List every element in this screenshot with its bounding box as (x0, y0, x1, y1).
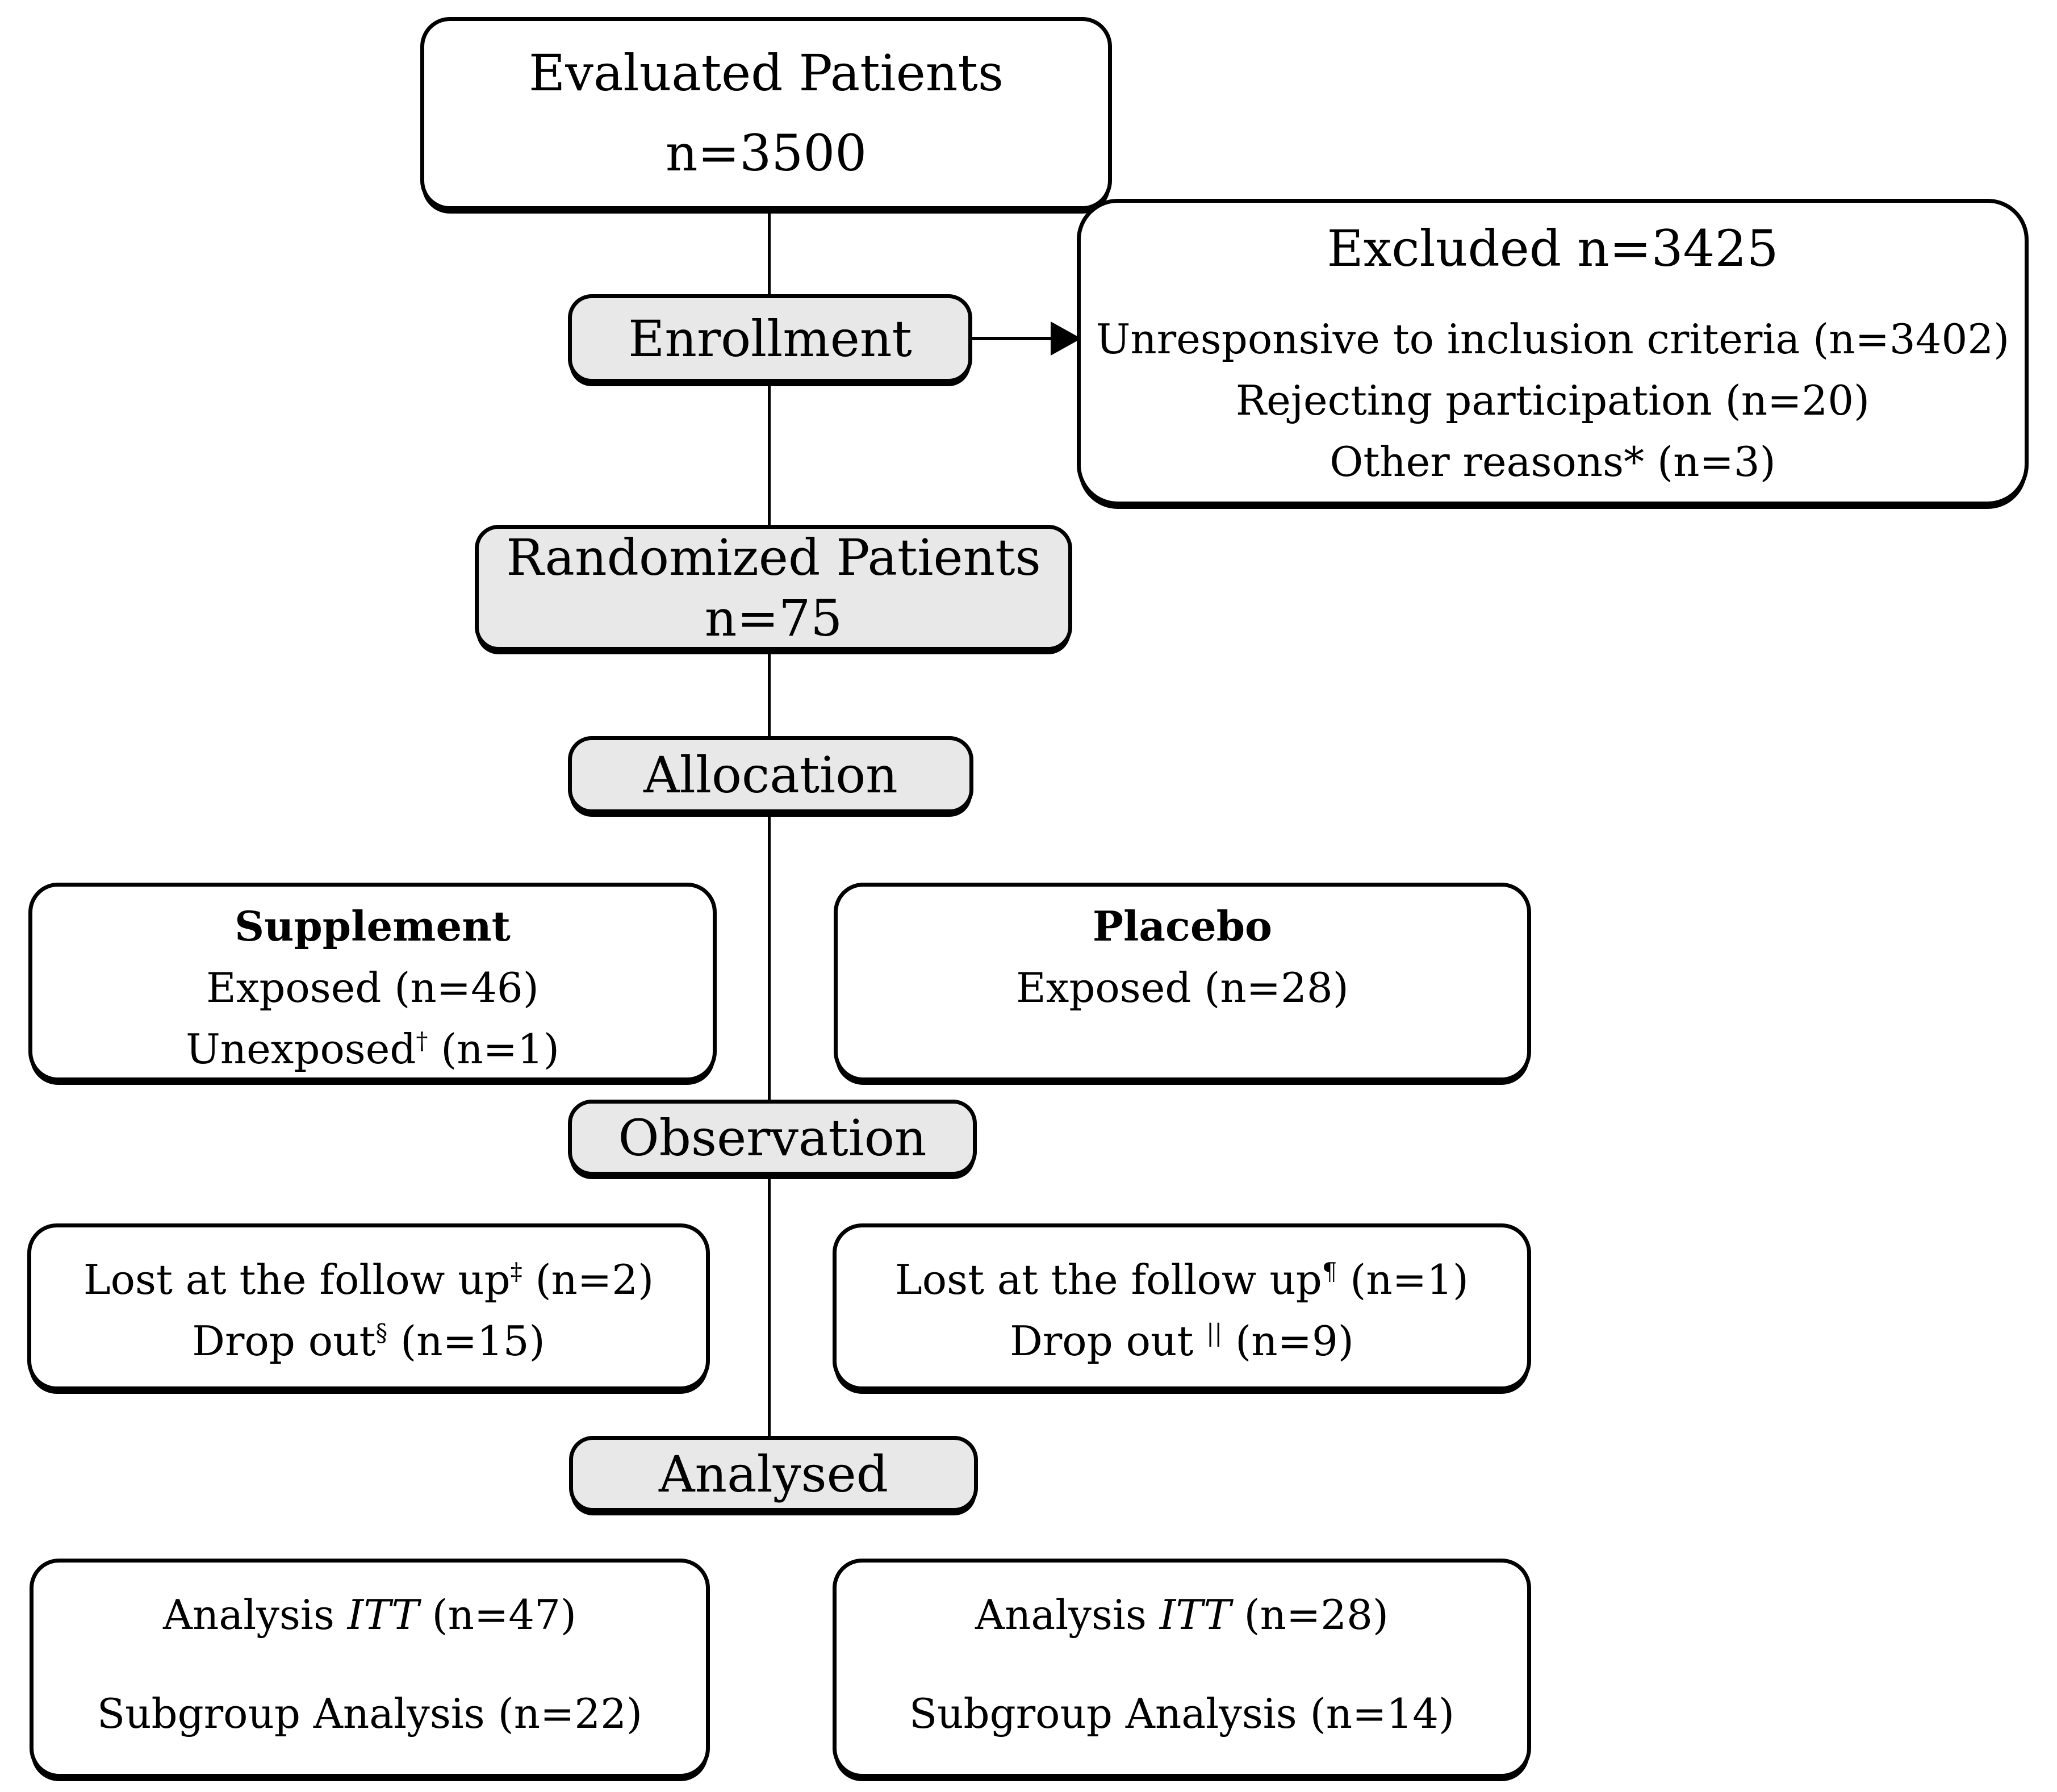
dagger-footnote-mark: † (416, 1027, 428, 1055)
excluded-arrow-line (972, 337, 1055, 340)
evaluated-patients-count: n=3500 (665, 124, 867, 182)
analysis-supplement-subgroup: Subgroup Analysis (n=22) (97, 1690, 643, 1737)
main-flow-line (768, 209, 771, 1437)
pilcrow-footnote-mark: ¶ (1322, 1258, 1337, 1285)
randomized-patients-title: Randomized Patients (506, 528, 1041, 587)
analysis-placebo-box: Analysis ITT (n=28) Subgroup Analysis (n… (833, 1559, 1531, 1778)
excluded-reason: Rejecting participation (n=20) (1235, 376, 1870, 424)
lost-placebo-box: Lost at the follow up¶ (n=1) Drop out ||… (833, 1223, 1531, 1390)
stage-observation-label: Observation (618, 1108, 927, 1167)
analysis-placebo-itt: Analysis ITT (n=28) (975, 1591, 1389, 1639)
analysis-supplement-itt: Analysis ITT (n=47) (162, 1591, 577, 1639)
excluded-title: Excluded n=3425 (1327, 219, 1779, 278)
lost-placebo-line1: Lost at the follow up¶ (n=1) (894, 1256, 1469, 1304)
placebo-box: Placebo Exposed (n=28) (834, 883, 1531, 1081)
itt-italic: ITT (347, 1591, 419, 1639)
double-dagger-footnote-mark: ‡ (510, 1258, 522, 1285)
lost-supplement-line2: Drop out§ (n=15) (192, 1317, 545, 1365)
lost-supplement-line1: Lost at the follow up‡ (n=2) (83, 1256, 654, 1304)
excluded-arrow-head (1051, 321, 1081, 356)
excluded-box: Excluded n=3425 Unresponsive to inclusio… (1077, 199, 2029, 506)
stage-allocation-label: Allocation (643, 745, 898, 804)
stage-analysed: Analysed (569, 1436, 978, 1512)
excluded-reason: Other reasons* (n=3) (1329, 437, 1776, 486)
stage-enrollment-label: Enrollment (628, 309, 912, 368)
placebo-title: Placebo (1092, 902, 1273, 950)
stage-observation: Observation (568, 1100, 977, 1176)
evaluated-patients-box: Evaluated Patients n=3500 (420, 17, 1112, 210)
stage-analysed-label: Analysed (658, 1444, 889, 1503)
analysis-placebo-subgroup: Subgroup Analysis (n=14) (909, 1690, 1455, 1737)
randomized-patients-count: n=75 (704, 589, 843, 648)
supplement-exposed: Exposed (n=46) (206, 964, 539, 1012)
randomized-patients-box: Randomized Patients n=75 (475, 525, 1072, 651)
analysis-supplement-box: Analysis ITT (n=47) Subgroup Analysis (n… (30, 1559, 710, 1778)
supplement-unexposed: Unexposed† (n=1) (186, 1025, 559, 1073)
placebo-exposed: Exposed (n=28) (1016, 964, 1349, 1012)
stage-allocation: Allocation (568, 736, 973, 813)
supplement-title: Supplement (235, 902, 511, 950)
section-footnote-mark: § (375, 1319, 388, 1347)
evaluated-patients-title: Evaluated Patients (529, 44, 1004, 103)
supplement-box: Supplement Exposed (n=46) Unexposed† (n=… (28, 883, 717, 1081)
lost-supplement-box: Lost at the follow up‡ (n=2) Drop out§ (… (27, 1223, 710, 1390)
excluded-reason: Unresponsive to inclusion criteria (n=34… (1096, 315, 2010, 363)
lost-placebo-line2: Drop out || (n=9) (1010, 1317, 1354, 1365)
itt-italic: ITT (1159, 1591, 1231, 1639)
parallel-footnote-mark: || (1206, 1319, 1223, 1347)
stage-enrollment: Enrollment (568, 294, 972, 383)
